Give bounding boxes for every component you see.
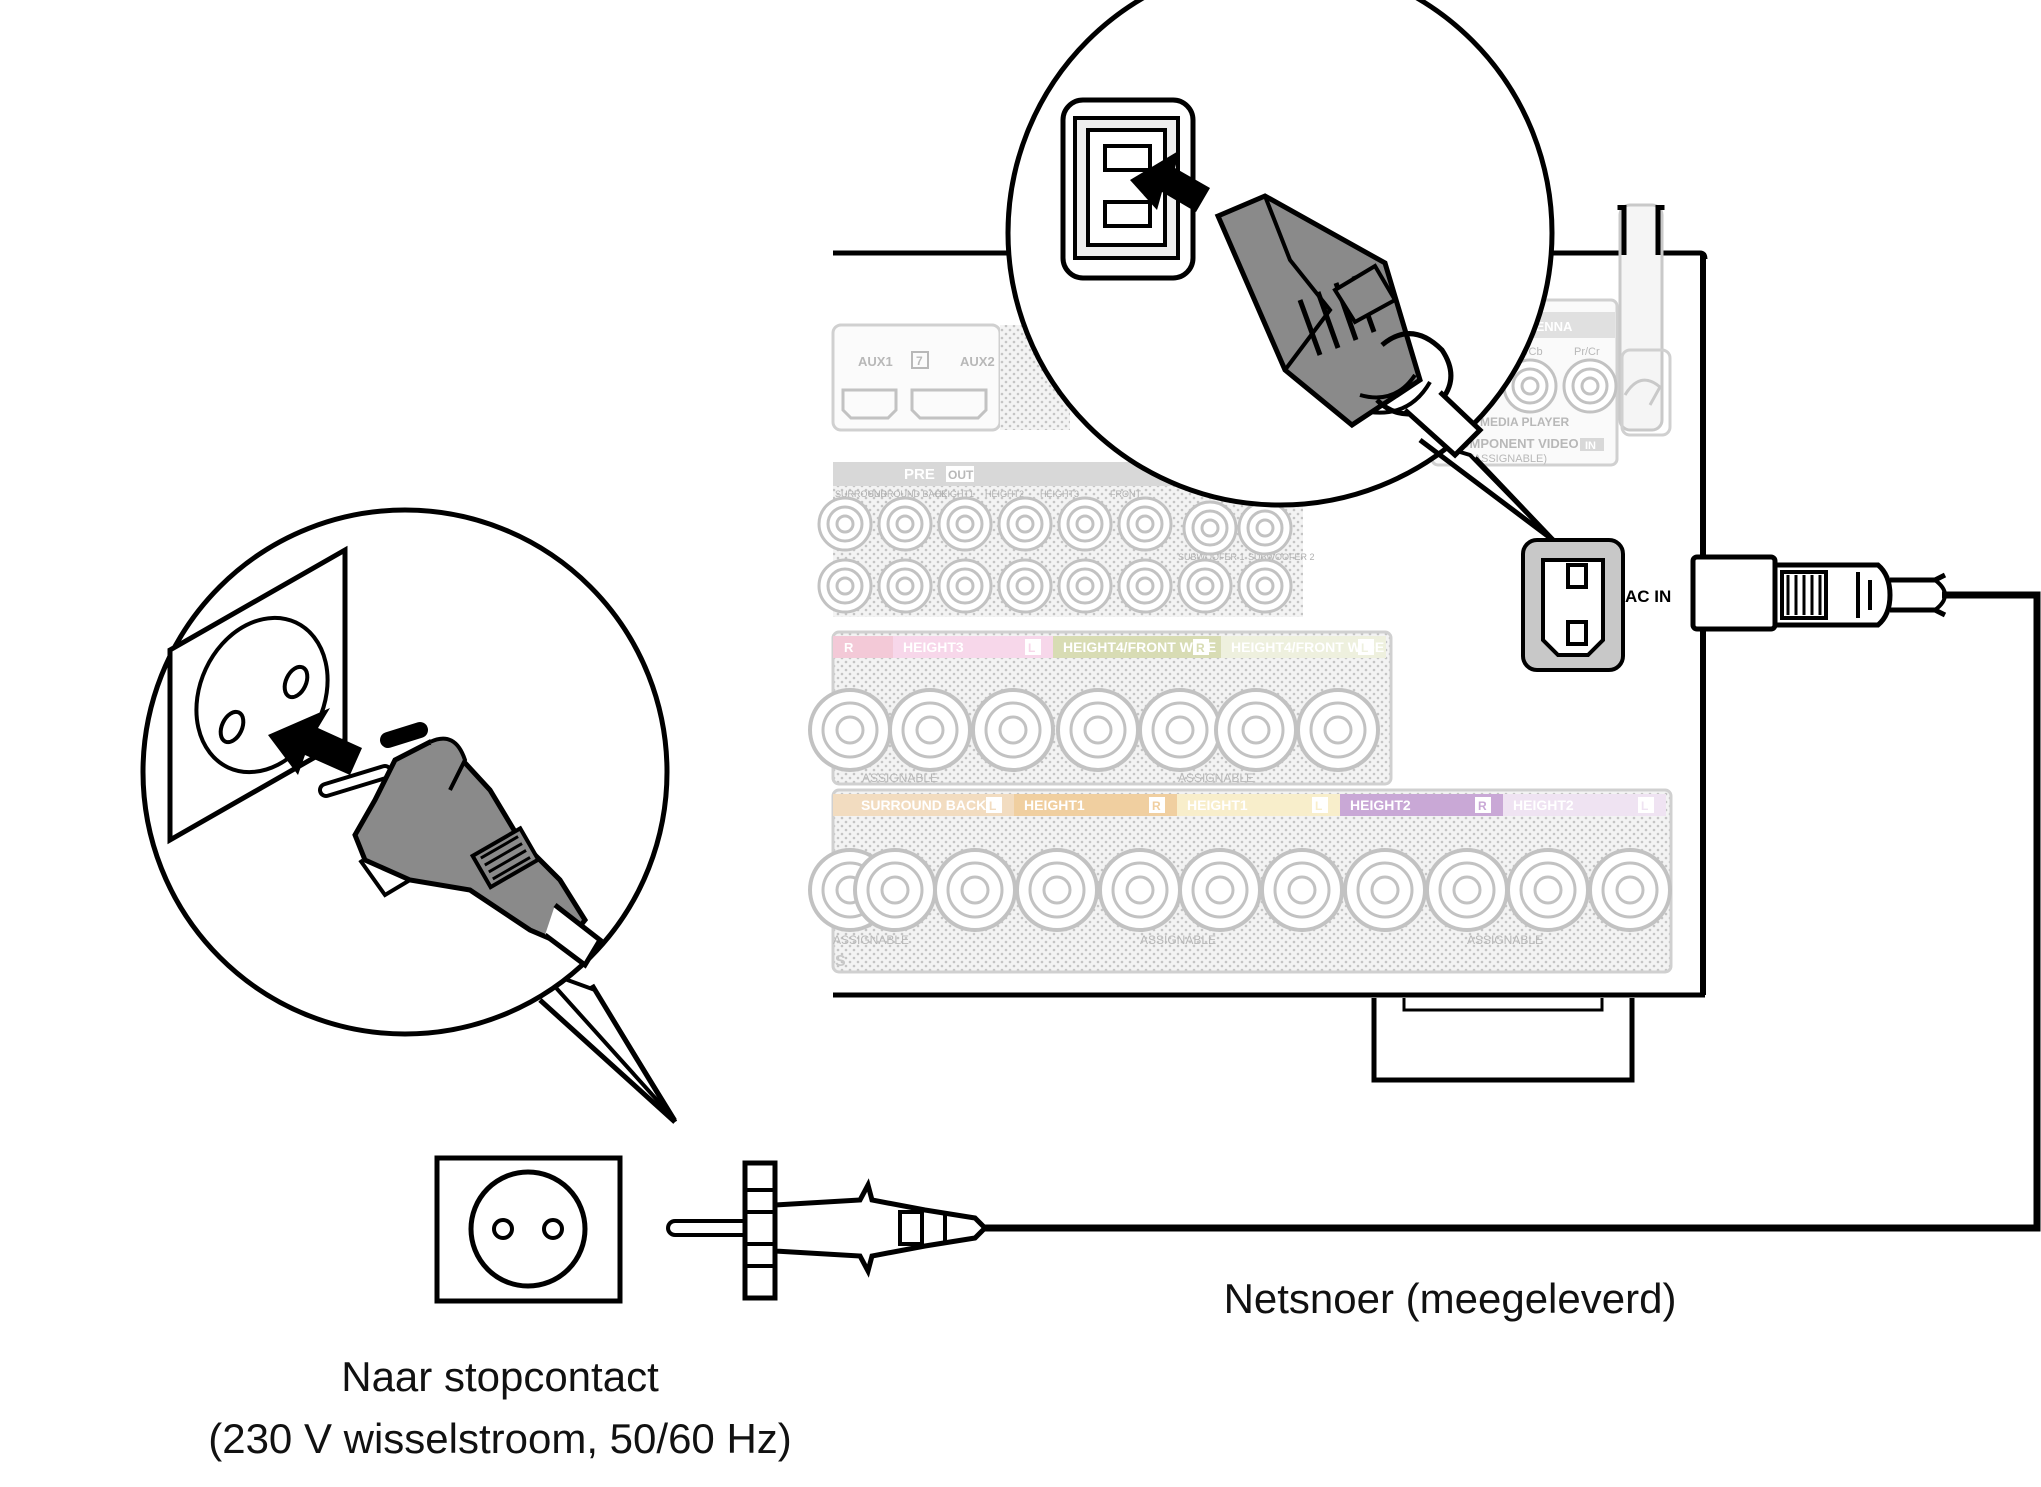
- pre-out-label: PRE: [904, 466, 935, 483]
- channel-side-badge: [1475, 797, 1491, 813]
- outlet-detail-callout: [140, 507, 678, 1124]
- pre-out-channel-label: SUBWOOFER 1: [1178, 552, 1245, 562]
- iec-connector-icon: [1690, 554, 1947, 632]
- pre-out-channel-label: HEIGHT2: [985, 489, 1024, 499]
- component-video-label: COMPONENT VIDEO: [1450, 436, 1579, 451]
- terminal-group-strip: [1053, 636, 1221, 658]
- pre-out-channel-label: HEIGHT1: [935, 489, 974, 499]
- terminal-group-label: HEIGHT1: [1187, 797, 1248, 813]
- out-badge: OUT: [948, 468, 974, 482]
- hdmi-port-aux2: [910, 388, 988, 420]
- terminal-group-strip: [1340, 794, 1503, 816]
- assignable-label: ASSIGNABLE: [1178, 771, 1254, 785]
- pre-out-channel-label: HEIGHT3: [1040, 489, 1079, 499]
- pre-out-channel-label: SURROUND: [835, 489, 888, 499]
- terminal-group-label: HEIGHT1: [1024, 797, 1085, 813]
- terminal-group-strip: [1177, 794, 1340, 816]
- terminal-group-strip: [1014, 794, 1177, 816]
- pre-out-channel-label: SUBWOOFER 2: [1248, 552, 1315, 562]
- terminal-group-strip: [1503, 794, 1666, 816]
- terminal-group-label: HEIGHT3: [903, 639, 964, 655]
- channel-side-label: L: [1641, 799, 1648, 813]
- channel-side-badge: [1025, 639, 1041, 655]
- inlet-detail-callout: [1005, 0, 1555, 542]
- channel-side-label: R: [1196, 641, 1205, 655]
- chassis-foot: [1371, 998, 1635, 1083]
- aux-number: 7: [916, 354, 923, 368]
- europlug-icon: [666, 1160, 989, 1301]
- assignable-label: ASSIGNABLE: [1140, 933, 1216, 947]
- channel-side-label: L: [1028, 641, 1035, 655]
- ac-in-label: AC IN: [1625, 587, 1671, 606]
- channel-side-badge: [1358, 639, 1374, 655]
- channel-side-label: L: [1361, 641, 1368, 655]
- terminal-group-label: HEIGHT4/FRONT WIDE: [1063, 639, 1216, 655]
- pr-cr-label: Pr/Cr: [1574, 346, 1600, 358]
- in-badge: IN: [1585, 440, 1596, 452]
- channel-side-badge: [986, 797, 1002, 813]
- pre-out-channel-label: FRONT: [1110, 489, 1141, 499]
- speakers-fragment: S: [835, 953, 846, 970]
- channel-side-label: R: [1478, 799, 1487, 813]
- terminal-group-strip: [851, 794, 1014, 816]
- channel-side-badge: [1312, 797, 1328, 813]
- assignable-label: ASSIGNABLE: [833, 933, 909, 947]
- terminal-group-strip: [1221, 636, 1386, 658]
- channel-side-label: R: [1152, 799, 1161, 813]
- hdmi-port-aux1: [841, 388, 898, 420]
- wall-outlet-icon: [434, 1155, 623, 1304]
- terminal-group-label: SURROUND BACK: [861, 797, 986, 813]
- terminal-group-strip: [893, 636, 1053, 658]
- aux1-label: AUX1: [858, 354, 893, 369]
- outlet-caption-line2: (230 V wisselstroom, 50/60 Hz): [208, 1415, 792, 1462]
- assignable-paren-label: (ASSIGNABLE): [1470, 453, 1547, 465]
- pre-out-channel-label: SURROUND BACK: [868, 489, 947, 499]
- channel-side-badge: [1193, 639, 1209, 655]
- power-cord-caption: Netsnoer (meegeleverd): [1223, 1275, 1677, 1322]
- ac-in-inlet: AC IN: [1521, 538, 1671, 672]
- channel-side-label: L: [989, 799, 996, 813]
- wifi-antenna-icon: [1617, 203, 1665, 432]
- receiver-rear-panel: AUX1 7 AUX2 WI-FI ANTENNA Pb/Cb Pr/Cr ME…: [808, 203, 1708, 1083]
- assignable-label: ASSIGNABLE: [1467, 933, 1543, 947]
- insert-arrow-icon: [1130, 150, 1210, 212]
- r-badge: R: [844, 640, 854, 655]
- insert-arrow-icon: [268, 708, 362, 775]
- assignable-label: ASSIGNABLE: [862, 771, 938, 785]
- channel-side-badge: [1149, 797, 1165, 813]
- channel-side-badge: [1638, 797, 1654, 813]
- power-cord: [666, 554, 2041, 1301]
- terminal-group-label: HEIGHT2: [1513, 797, 1574, 813]
- terminal-group-label: HEIGHT4/FRONT WIDE: [1231, 639, 1384, 655]
- channel-side-label: L: [1315, 799, 1322, 813]
- terminal-group-label: HEIGHT2: [1350, 797, 1411, 813]
- cord-line: [985, 591, 2041, 1232]
- media-player-label: MEDIA PLAYER: [1480, 415, 1569, 429]
- outlet-caption-line1: Naar stopcontact: [341, 1353, 659, 1400]
- aux2-label: AUX2: [960, 354, 995, 369]
